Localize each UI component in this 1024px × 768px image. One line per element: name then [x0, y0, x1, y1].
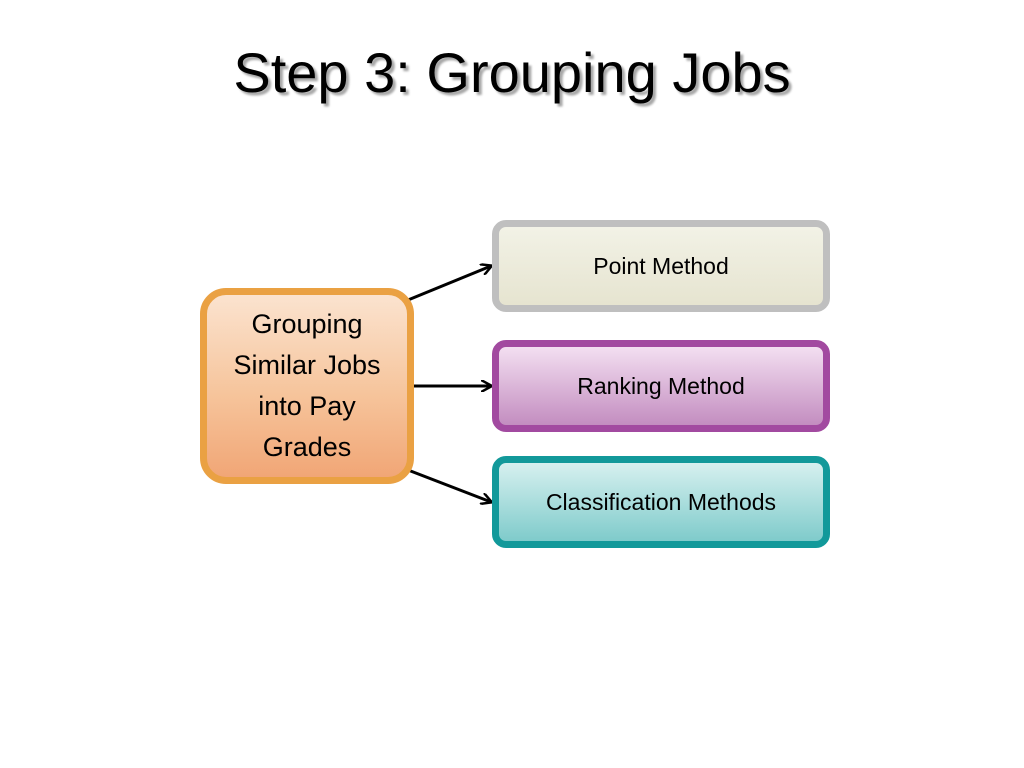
slide-title: Step 3: Grouping Jobs	[233, 41, 791, 104]
ranking-method-label: Ranking Method	[577, 372, 745, 399]
source-line-1: Grouping	[251, 309, 363, 339]
source-line-2: Similar Jobs	[233, 350, 381, 380]
arrow-to-point-method	[407, 266, 491, 302]
point-method-label: Point Method	[593, 252, 729, 279]
source-line-3: into Pay	[258, 391, 356, 421]
target-box-ranking-method: Ranking Method	[492, 340, 830, 432]
arrow-to-classification-methods	[407, 468, 491, 502]
target-box-classification-methods: Classification Methods	[492, 456, 830, 548]
source-box-text: Grouping Similar Jobs into Pay Grades	[233, 304, 380, 468]
source-line-4: Grades	[262, 432, 352, 462]
classification-methods-label: Classification Methods	[545, 488, 777, 515]
source-box-grouping-similar-jobs: Grouping Similar Jobs into Pay Grades	[200, 288, 414, 484]
target-box-point-method: Point Method	[492, 220, 830, 312]
